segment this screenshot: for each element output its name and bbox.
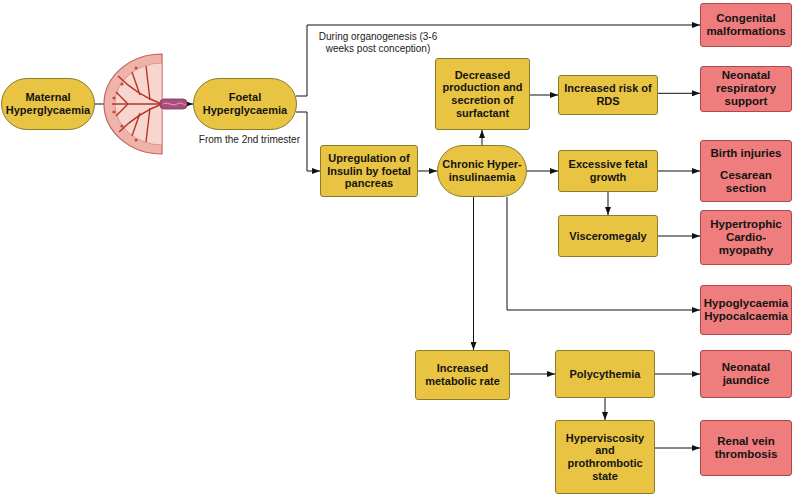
process-box: Increased metabolic rate <box>415 350 510 400</box>
node-text: Polycythemia <box>570 368 641 381</box>
node-text: Birth injuries <box>711 147 782 160</box>
process-box: Visceromegaly <box>558 215 658 257</box>
process-box: Hyperviscosity and prothrombotic state <box>555 420 655 494</box>
connector <box>473 197 474 350</box>
connector <box>507 197 700 310</box>
node-text: Neonatal jaundice <box>705 361 787 387</box>
outcome-box: Congenital malformations <box>700 3 792 47</box>
outcome-box: Birth injuriesCesarean section <box>700 140 792 202</box>
connector <box>655 448 700 449</box>
node-text: Chronic Hyper- insulinaemia <box>440 158 524 183</box>
state-pill: Maternal Hyperglycaemia <box>1 78 95 130</box>
node-text: Foetal Hyperglycaemia <box>196 91 294 116</box>
edge-label: From the 2nd trimester <box>190 134 300 146</box>
process-box: Polycythemia <box>555 350 655 398</box>
node-text: Hyperviscosity and prothrombotic state <box>560 432 650 483</box>
connector <box>608 192 609 215</box>
process-box: Decreased production and secretion of su… <box>435 58 530 130</box>
node-text: Neonatal respiratory support <box>705 69 787 109</box>
process-box: Upregulation of Insulin by foetal pancre… <box>320 145 418 197</box>
edge-label: During organogenesis (3-6 weeks post con… <box>312 31 444 55</box>
connector <box>418 171 437 172</box>
placenta-villi <box>112 66 137 141</box>
node-text: Upregulation of Insulin by foetal pancre… <box>325 152 413 190</box>
node-text: Hypocalcaemia <box>704 310 788 323</box>
outcome-box: HypoglycaemiaHypocalcaemia <box>700 285 792 335</box>
cord-vessel <box>163 103 186 105</box>
outcome-box: Renal vein thrombosis <box>700 420 792 476</box>
connector <box>510 374 555 375</box>
process-box: Excessive fetal growth <box>558 150 658 192</box>
outcome-box: Neonatal jaundice <box>700 350 792 398</box>
node-text: Hypertrophic Cardio- myopathy <box>705 218 787 258</box>
connector <box>605 398 606 420</box>
node-text: Excessive fetal growth <box>563 158 653 183</box>
node-text: Increased risk of RDS <box>563 82 653 107</box>
connector <box>658 93 700 94</box>
connector <box>482 130 483 145</box>
outcome-box: Hypertrophic Cardio- myopathy <box>700 210 792 265</box>
connector <box>655 374 700 375</box>
node-text: Decreased production and secretion of su… <box>440 69 525 120</box>
node-text: Congenital malformations <box>705 12 787 38</box>
state-pill: Foetal Hyperglycaemia <box>193 78 297 130</box>
connector <box>658 171 700 172</box>
node-text: Hypoglycaemia <box>704 297 788 310</box>
node-text: Increased metabolic rate <box>420 362 505 387</box>
state-pill: Chronic Hyper- insulinaemia <box>437 145 527 197</box>
node-text: Renal vein thrombosis <box>705 435 787 461</box>
umbilical-cord <box>160 99 187 109</box>
connector <box>530 95 558 96</box>
node-text: Cesarean section <box>705 169 787 195</box>
node-text: Maternal Hyperglycaemia <box>4 91 92 116</box>
connector <box>527 171 558 172</box>
connector <box>658 236 700 237</box>
node-text: Visceromegaly <box>569 230 646 243</box>
placenta-outer <box>104 54 162 154</box>
process-box: Increased risk of RDS <box>558 75 658 115</box>
placenta-vessels <box>112 66 162 142</box>
outcome-box: Neonatal respiratory support <box>700 66 792 112</box>
